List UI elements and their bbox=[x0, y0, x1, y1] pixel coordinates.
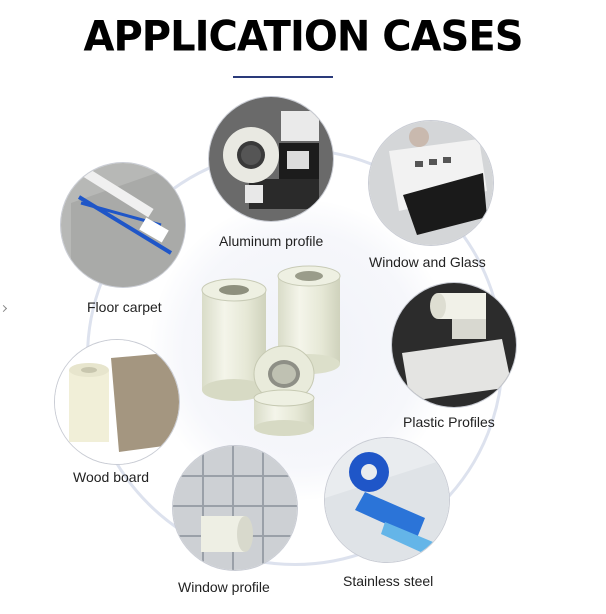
wood-board-photo bbox=[55, 340, 179, 464]
product-rolls-image bbox=[196, 262, 356, 438]
floor-carpet-label: Floor carpet bbox=[87, 299, 162, 315]
stainless-steel-photo bbox=[325, 438, 449, 562]
floor-carpet-photo bbox=[61, 163, 185, 287]
plastic-profiles-label: Plastic Profiles bbox=[403, 414, 495, 430]
plastic-profiles-photo bbox=[392, 283, 516, 407]
aluminum-profile-photo bbox=[209, 97, 333, 221]
window-profile-label: Window profile bbox=[178, 579, 270, 595]
title-divider bbox=[233, 76, 333, 78]
aluminum-profile-label: Aluminum profile bbox=[219, 233, 324, 249]
stainless-steel-label: Stainless steel bbox=[343, 573, 434, 589]
stray-mark bbox=[0, 304, 8, 313]
wood-board-label: Wood board bbox=[73, 469, 150, 485]
window-profile-photo bbox=[173, 446, 297, 570]
window-glass-photo bbox=[369, 121, 493, 245]
window-glass-label: Window and Glass bbox=[369, 254, 486, 270]
page-title: APPLICATION CASES bbox=[83, 12, 524, 62]
